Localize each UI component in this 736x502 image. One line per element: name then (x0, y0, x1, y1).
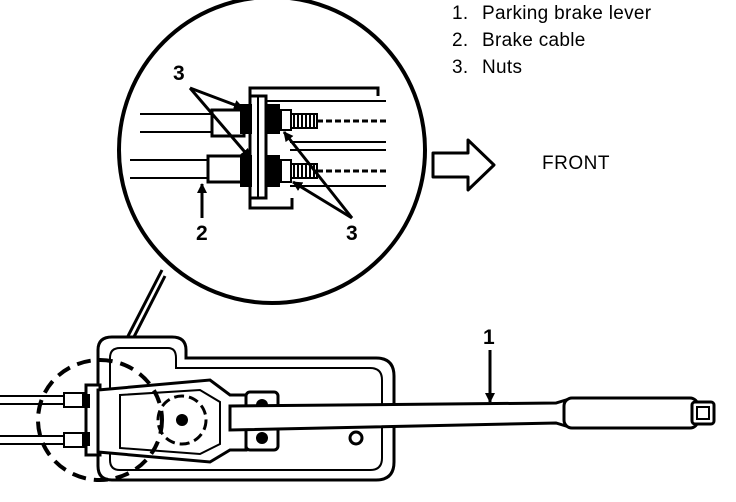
callout-brake-cable: 2 (196, 222, 208, 245)
legend-number: 2. (452, 30, 469, 51)
legend-item-nuts: 3. Nuts (452, 54, 651, 81)
parking-brake-lever (228, 396, 716, 432)
legend-item-brake-cable: 2. Brake cable (452, 27, 651, 54)
detail-indicator-circle (36, 358, 164, 482)
callout-nuts-bottom: 3 (346, 222, 358, 245)
legend-text: Brake cable (482, 30, 586, 51)
legend-text: Nuts (482, 57, 523, 78)
legend-item-parking-brake-lever: 1. Parking brake lever (452, 0, 651, 27)
legend-text: Parking brake lever (482, 3, 652, 24)
nuts-callout-arrows (188, 86, 354, 220)
front-direction-label: FRONT (542, 153, 610, 174)
legend-number: 1. (452, 3, 469, 24)
front-arrow-icon (431, 138, 496, 192)
detail-magnifier (117, 0, 427, 305)
legend: 1. Parking brake lever 2. Brake cable 3. Nu… (452, 0, 651, 81)
callout-nuts-top: 3 (173, 62, 185, 85)
callout-parking-brake-lever: 1 (483, 326, 495, 349)
legend-number: 3. (452, 57, 469, 78)
